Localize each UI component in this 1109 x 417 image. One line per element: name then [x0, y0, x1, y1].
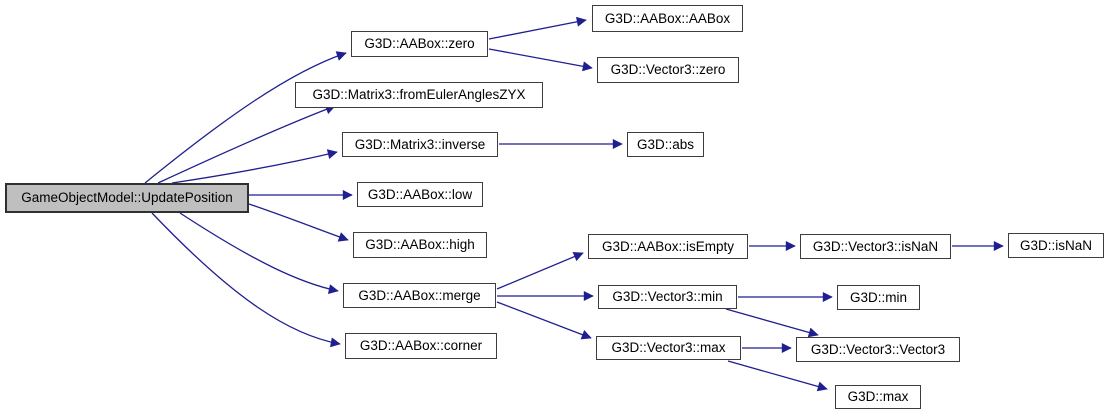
node-g3d-aabox-isempty[interactable]: G3D::AABox::isEmpty: [588, 234, 748, 259]
edge-vector3-min-to-vector3-vector3: [725, 308, 819, 338]
node-g3d-min[interactable]: G3D::min: [837, 285, 920, 310]
node-g3d-vector3-isnan[interactable]: G3D::Vector3::isNaN: [800, 234, 951, 259]
node-g3d-matrix3-inverse[interactable]: G3D::Matrix3::inverse: [342, 132, 498, 157]
edge-updateposition-to-matrix3-fromeulerangleszyx: [157, 104, 336, 184]
node-g3d-vector3-zero[interactable]: G3D::Vector3::zero: [597, 57, 739, 83]
node-g3d-isnan[interactable]: G3D::isNaN: [1008, 233, 1104, 258]
edge-updateposition-to-matrix3-inverse: [171, 149, 338, 184]
node-g3d-vector3-vector3[interactable]: G3D::Vector3::Vector3: [796, 337, 960, 362]
node-g3d-vector3-max[interactable]: G3D::Vector3::max: [596, 336, 741, 360]
edge-vector3-max-to-max: [727, 360, 828, 392]
edge-aabox-merge-to-vector3-max: [496, 301, 592, 340]
node-g3d-aabox-high[interactable]: G3D::AABox::high: [353, 232, 487, 258]
node-gameobjectmodel-updateposition: GameObjectModel::UpdatePosition: [5, 183, 249, 213]
node-g3d-aabox-merge[interactable]: G3D::AABox::merge: [343, 283, 496, 308]
edge-updateposition-to-aabox-high: [248, 203, 349, 242]
edge-aabox-merge-to-aabox-isempty: [496, 251, 584, 290]
node-g3d-aabox-aabox[interactable]: G3D::AABox::AABox: [592, 5, 743, 32]
node-g3d-aabox-zero[interactable]: G3D::AABox::zero: [351, 31, 488, 57]
edge-updateposition-to-aabox-corner: [151, 212, 341, 348]
node-g3d-aabox-corner[interactable]: G3D::AABox::corner: [345, 333, 497, 359]
edge-aabox-zero-to-aabox-aabox: [488, 16, 587, 40]
node-g3d-aabox-low[interactable]: G3D::AABox::low: [357, 182, 483, 207]
edge-updateposition-to-aabox-merge: [179, 212, 339, 294]
edge-updateposition-to-aabox-zero: [144, 51, 347, 184]
node-g3d-max[interactable]: G3D::max: [835, 385, 921, 409]
node-g3d-abs[interactable]: G3D::abs: [627, 132, 704, 157]
edge-aabox-zero-to-vector3-zero: [488, 48, 593, 72]
node-g3d-vector3-min[interactable]: G3D::Vector3::min: [598, 285, 737, 309]
node-g3d-matrix3-fromeulerangleszyx[interactable]: G3D::Matrix3::fromEulerAnglesZYX: [295, 82, 543, 108]
